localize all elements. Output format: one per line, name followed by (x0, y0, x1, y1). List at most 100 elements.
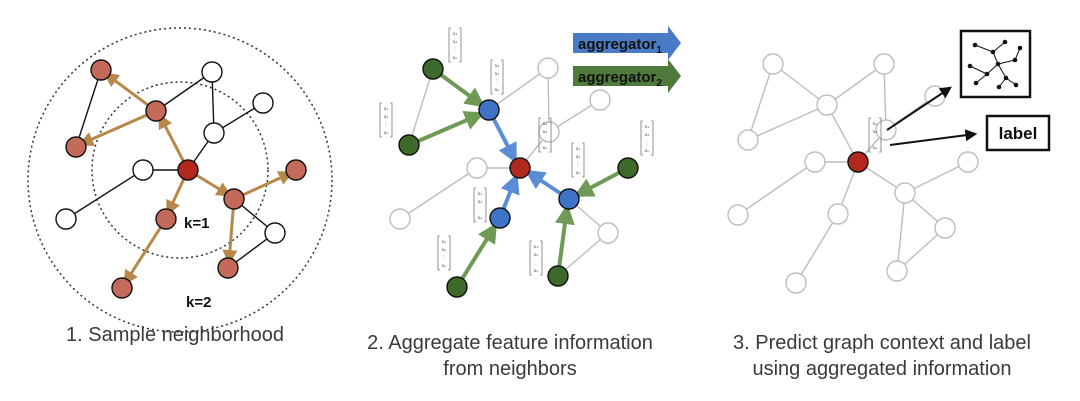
feature-vector-entry: x₁ (576, 146, 581, 152)
feature-vector: x₁ x₂ ⋮ xₙ (571, 142, 585, 178)
label-box: label (985, 114, 1051, 152)
feature-vector-entry: x₂ (576, 154, 581, 160)
target-node (177, 159, 199, 181)
agg2-node (398, 134, 420, 156)
panel-1-edges (65, 69, 276, 269)
feature-vector-entry: x₂ (534, 252, 539, 258)
feature-vector-entry: ⋮ (495, 79, 500, 85)
feature-vector-entry: x₁ (543, 121, 548, 127)
feature-vector-entry: x₂ (453, 39, 458, 45)
faded-node (816, 94, 838, 116)
feature-vector-entry: xₙ (384, 130, 389, 136)
agg1-node (478, 99, 500, 121)
feature-vector-entry: xₙ (576, 170, 581, 176)
unsampled-node (55, 208, 77, 230)
k1-boundary (91, 81, 269, 259)
panel-2-nodes (389, 57, 639, 298)
sampled-node (90, 59, 112, 81)
feature-vector: x₁ x₂ ⋮ xₙ (379, 102, 393, 138)
faded-node (389, 208, 411, 230)
sampled-node (285, 159, 307, 181)
faded-node (875, 119, 897, 141)
caption-panel-1-line-1: 1. Sample neighborhood (66, 324, 284, 346)
feature-vector-entry: x₁ (873, 121, 878, 127)
feature-vector-entry: ⋮ (534, 260, 539, 266)
sampled-node (223, 188, 245, 210)
sampled-node (155, 208, 177, 230)
feature-vector-entry: x₁ (645, 124, 650, 130)
feature-vector-entry: x₁ (384, 106, 389, 112)
agg2-node (617, 157, 639, 179)
sampled-node (65, 136, 87, 158)
feature-vector-entry: ⋮ (873, 137, 878, 143)
feature-vector-entry: x₂ (873, 129, 878, 135)
faded-node (589, 89, 611, 111)
feature-vector-entry: xₙ (543, 145, 548, 151)
unsampled-node (252, 92, 274, 114)
caption-panel-3: 3. Predict graph context and label using… (712, 330, 1052, 382)
panel-2-aggregate: aggregator1 aggregator2 x₁x₂⋮xₙx₁x₂⋮xₙx₁… (379, 26, 681, 298)
faded-node (804, 151, 826, 173)
feature-vector-entry: xₙ (478, 215, 483, 221)
feature-vector-entry: ⋮ (384, 122, 389, 128)
caption-panel-2-line-1: 2. Aggregate feature information (367, 332, 653, 354)
agg2-node (422, 58, 444, 80)
agg1-node (489, 207, 511, 229)
unsampled-node (132, 159, 154, 181)
feature-vector: x₁ x₂ ⋮ xₙ (868, 117, 882, 153)
aggregator-1-arrow: aggregator1 (573, 26, 681, 60)
caption-panel-3-line-1: 3. Predict graph context and label (733, 332, 1031, 354)
feature-vector-entry: x₂ (478, 199, 483, 205)
feature-vector-entry: ⋮ (576, 162, 581, 168)
faded-node (537, 57, 559, 79)
feature-vector-entry: x₁ (478, 191, 483, 197)
feature-vector-entry: ⋮ (543, 137, 548, 143)
k2-label: k=2 (186, 294, 211, 311)
feature-vector-entry: ⋮ (442, 255, 447, 261)
label-arrow (889, 129, 978, 146)
faded-node (737, 129, 759, 151)
faded-node (957, 151, 979, 173)
feature-vector-entry: xₙ (453, 55, 458, 61)
faded-node (762, 53, 784, 75)
feature-vector-entry: x₁ (442, 239, 447, 245)
unsampled-node (203, 122, 225, 144)
panel-1-nodes (55, 59, 307, 299)
agg2-node (446, 276, 468, 298)
context-arrow (886, 86, 952, 131)
agg1-node (558, 188, 580, 210)
feature-vector-entry: x₂ (442, 247, 447, 253)
faded-node (886, 260, 908, 282)
feature-vector-entry: x₂ (384, 114, 389, 120)
faded-node (934, 217, 956, 239)
k1-label: k=1 (184, 215, 209, 232)
faded-node (466, 157, 488, 179)
label-text: label (999, 124, 1038, 143)
feature-vector-entry: x₂ (543, 129, 548, 135)
agg2-node (547, 265, 569, 287)
faded-node (827, 203, 849, 225)
aggregator-2-arrow: aggregator2 (573, 59, 681, 93)
sampled-node (111, 277, 133, 299)
feature-vector-entry: xₙ (534, 268, 539, 274)
faded-node (894, 182, 916, 204)
feature-vector-entry: xₙ (495, 87, 500, 93)
aggregator-2-label: aggregator2 (578, 69, 662, 89)
panel-3-feature-vector: x₁ x₂ ⋮ xₙ (868, 117, 882, 153)
caption-panel-1: 1. Sample neighborhood (40, 322, 310, 348)
panel-3-nodes (727, 53, 979, 294)
feature-vector-entry: xₙ (873, 145, 878, 151)
feature-vector: x₁ x₂ ⋮ xₙ (538, 117, 552, 153)
faded-node (873, 53, 895, 75)
faded-node (785, 272, 807, 294)
feature-vector-entry: x₁ (453, 31, 458, 37)
panel-1-sample-neighborhood: k=1 k=2 (27, 27, 333, 333)
unsampled-node (201, 61, 223, 83)
k2-boundary (27, 27, 333, 333)
